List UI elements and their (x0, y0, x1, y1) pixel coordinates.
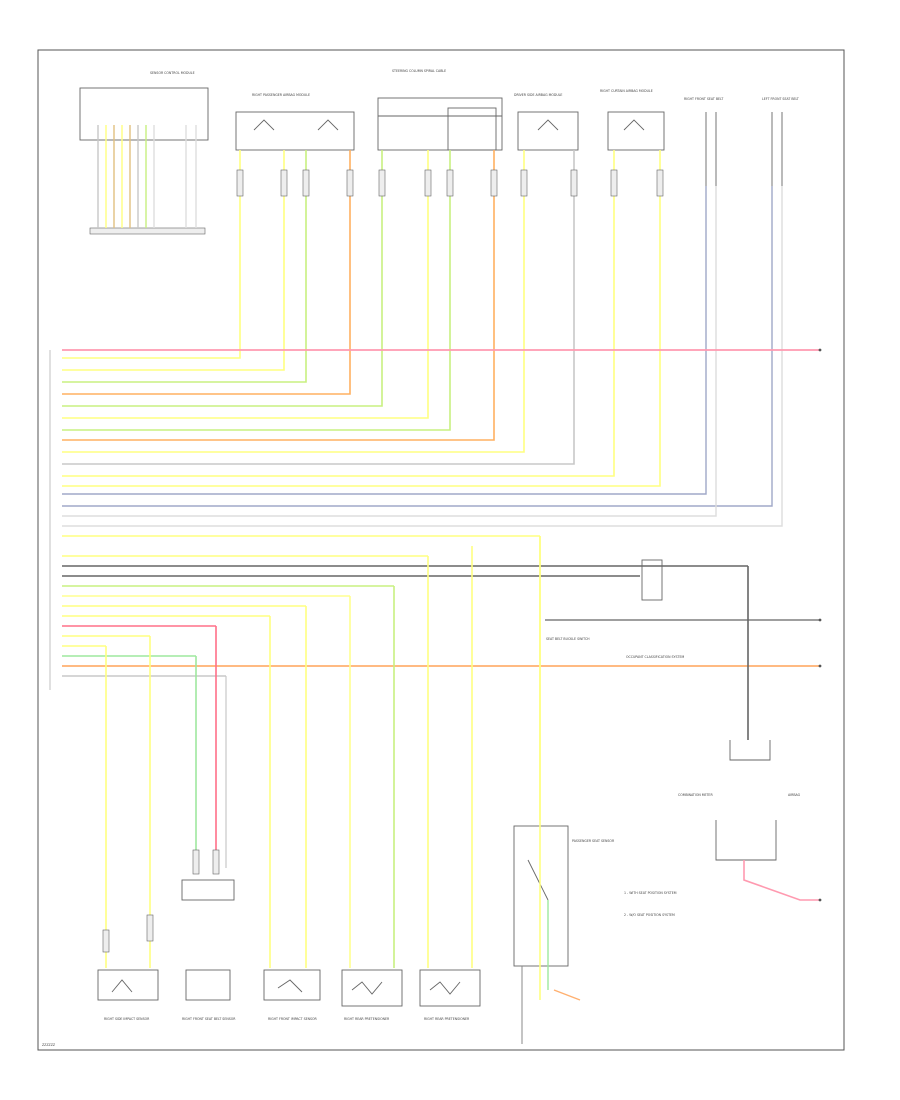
svg-text:PASSENGER SEAT SENSOR: PASSENGER SEAT SENSOR (572, 839, 615, 843)
sensor-control-module: SENSOR CONTROL MODULE (79, 71, 209, 235)
svg-text:RIGHT FRONT IMPACT SENSOR: RIGHT FRONT IMPACT SENSOR (268, 1017, 318, 1021)
combination-meter: COMBINATION METER (678, 740, 777, 861)
occupant-classification-system: OCCUPANT CLASSIFICATION SYSTEM (626, 559, 684, 659)
sensor-connector-pins (97, 125, 197, 228)
page-tag: ZZZZZZ (42, 1043, 56, 1047)
svg-text:OCCUPANT CLASSIFICATION SYSTEM: OCCUPANT CLASSIFICATION SYSTEM (626, 655, 684, 659)
svg-text:RIGHT SIDE IMPACT SENSOR: RIGHT SIDE IMPACT SENSOR (104, 1017, 150, 1021)
right-front-impact-sensor: RIGHT FRONT IMPACT SENSOR (263, 969, 321, 1021)
steering-column-spiral-cable: STEERING COLUMN SPIRAL CABLE (377, 69, 503, 151)
right-front-seat-belt-sensor: RIGHT FRONT SEAT BELT SENSOR (181, 879, 236, 1021)
svg-text:LEFT FRONT SEAT BELT: LEFT FRONT SEAT BELT (762, 97, 799, 101)
right-side-impact-sensor: RIGHT SIDE IMPACT SENSOR (97, 969, 159, 1021)
svg-text:RIGHT REAR PRETENSIONER: RIGHT REAR PRETENSIONER (424, 1017, 470, 1021)
diagram-notes: 1 - WITH SEAT POSITION SYSTEM 2 - W/O SE… (624, 891, 677, 917)
svg-text:2 - W/O SEAT POSITION SYSTEM: 2 - W/O SEAT POSITION SYSTEM (624, 913, 675, 917)
svg-text:AIRBAG: AIRBAG (788, 793, 801, 797)
right-front-seat-belt: RIGHT FRONT SEAT BELT (684, 97, 723, 186)
svg-text:RIGHT FRONT SEAT BELT SENSOR: RIGHT FRONT SEAT BELT SENSOR (182, 1017, 236, 1021)
diagram-frame (37, 49, 845, 1051)
svg-text:RIGHT CURTAIN AIRBAG MODULE: RIGHT CURTAIN AIRBAG MODULE (600, 89, 653, 93)
right-curtain-airbag-module: RIGHT CURTAIN AIRBAG MODULE (600, 89, 665, 151)
left-front-seat-belt: LEFT FRONT SEAT BELT (762, 97, 799, 186)
driver-side-airbag-module: DRIVER SIDE AIRBAG MODULE (514, 93, 579, 151)
svg-text:1 - WITH SEAT POSITION SYSTEM: 1 - WITH SEAT POSITION SYSTEM (624, 891, 677, 895)
seat-belt-buckle-switch: SEAT BELT BUCKLE SWITCH (546, 619, 600, 641)
lower-vertical-wires (105, 536, 749, 968)
svg-text:DRIVER SIDE AIRBAG MODULE: DRIVER SIDE AIRBAG MODULE (514, 93, 562, 97)
svg-text:RIGHT FRONT SEAT BELT: RIGHT FRONT SEAT BELT (684, 97, 723, 101)
svg-text:STEERING COLUMN SPIRAL CABLE: STEERING COLUMN SPIRAL CABLE (392, 69, 446, 73)
svg-text:SENSOR CONTROL MODULE: SENSOR CONTROL MODULE (150, 71, 195, 75)
svg-text:RIGHT REAR PRETENSIONER: RIGHT REAR PRETENSIONER (344, 1017, 390, 1021)
upper-vertical-wires (62, 150, 783, 527)
lower-wire-connectors (102, 849, 220, 953)
svg-text:SEAT BELT BUCKLE SWITCH: SEAT BELT BUCKLE SWITCH (546, 637, 590, 641)
upper-wire-connectors (236, 169, 664, 197)
right-rear-pretensioner-2: RIGHT REAR PRETENSIONER (419, 969, 481, 1021)
svg-text:COMBINATION METER: COMBINATION METER (678, 793, 713, 797)
right-rear-pretensioner-1: RIGHT REAR PRETENSIONER (341, 969, 403, 1021)
airbag-pnk-wire: AIRBAG (743, 793, 820, 901)
passenger-seat-sensor: PASSENGER SEAT SENSOR (513, 820, 615, 1044)
right-passenger-airbag-module: RIGHT PASSENGER AIRBAG MODULE (235, 93, 355, 151)
right-edge-terminals (818, 348, 822, 902)
svg-text:RIGHT PASSENGER AIRBAG MODULE: RIGHT PASSENGER AIRBAG MODULE (252, 93, 310, 97)
